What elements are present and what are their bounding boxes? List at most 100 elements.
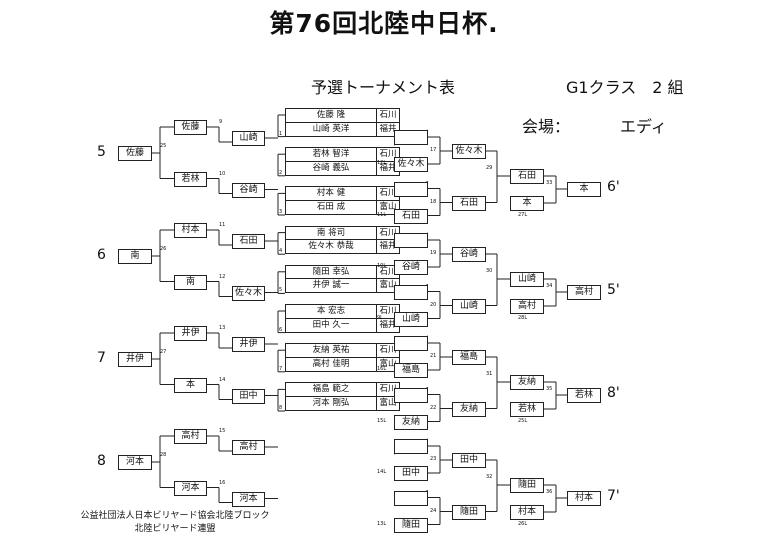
match-number: 31	[486, 371, 493, 377]
bye-box	[394, 181, 428, 197]
bye-box	[394, 284, 428, 300]
right-r1-box: 佐々木	[394, 157, 428, 172]
seed-label: 8	[97, 453, 106, 469]
match-number: 34	[546, 283, 553, 289]
table-name-cell: 井伊 誠一	[285, 278, 377, 294]
seat-number: 8	[279, 405, 283, 411]
table-name-cell: 河本 剛弘	[285, 396, 377, 411]
seed-label: 5	[97, 144, 106, 160]
match-number: 19	[430, 250, 437, 256]
loser-number: 27L	[518, 212, 528, 218]
right-r3-box: 本	[510, 196, 544, 211]
table-name-cell: 山崎 英洋	[285, 121, 377, 137]
match-number: 29	[486, 165, 493, 171]
left-r1-box: 井伊	[232, 337, 265, 352]
right-r1-box: 友納	[394, 414, 428, 430]
left-r2-box: 佐藤	[174, 120, 207, 135]
loser-number: 28L	[518, 315, 528, 321]
bye-box	[394, 387, 428, 403]
match-number: 17	[430, 147, 437, 153]
seed-label: 7	[97, 350, 106, 366]
bye-box	[394, 233, 428, 248]
match-number: 11	[219, 222, 226, 228]
match-number: 16	[219, 479, 226, 486]
left-r1-box: 石田	[232, 234, 265, 249]
venue-name: エディ	[620, 117, 667, 136]
match-number: 26	[160, 246, 167, 252]
table-name-cell: 田中 久一	[285, 317, 377, 333]
left-r2-box: 南	[174, 274, 207, 290]
right-r3-box: 山崎	[510, 272, 544, 287]
match-number: 32	[486, 474, 493, 480]
right-r2-box: 谷崎	[452, 247, 486, 262]
right-r1-box: 谷崎	[394, 260, 428, 275]
loser-number: 16L	[377, 366, 387, 372]
loser-number: 12L	[377, 160, 387, 166]
match-number: 30	[486, 268, 493, 274]
table-name-cell: 佐々木 恭哉	[285, 239, 377, 255]
right-r2-box: 福島	[452, 350, 486, 365]
left-r1-box: 高村	[232, 440, 265, 455]
right-r1-box: 山崎	[394, 311, 428, 327]
left-seed-box: 南	[118, 249, 152, 264]
left-r1-box: 田中	[232, 388, 265, 404]
class-label: G1クラス 2 組	[566, 78, 684, 97]
match-number: 36	[546, 489, 553, 495]
seed-label: 7'	[607, 488, 620, 504]
match-number: 24	[430, 507, 437, 514]
left-r2-box: 高村	[174, 429, 207, 444]
match-number: 9	[219, 119, 223, 125]
right-r1-box: 隨田	[394, 517, 428, 533]
match-number: 21	[430, 353, 437, 359]
footer-org: 公益社団法人日本ビリヤード協会北陸ブロック	[80, 511, 270, 521]
loser-number: 10L	[377, 263, 387, 269]
seat-number: 4	[279, 248, 283, 255]
match-number: 25	[160, 143, 167, 149]
right-r2-box: 佐々木	[452, 144, 486, 159]
match-number: 12	[219, 273, 226, 280]
loser-number: 9L	[377, 314, 383, 321]
bye-box	[394, 336, 428, 351]
match-number: 20	[430, 301, 437, 308]
match-number: 28	[160, 452, 167, 458]
seat-number: 6	[279, 326, 283, 333]
seat-number: 7	[279, 365, 283, 372]
right-winner-box: 若林	[567, 388, 601, 403]
seed-label: 5'	[607, 282, 620, 298]
match-number: 14	[219, 376, 226, 383]
right-r3-box: 村本	[510, 505, 544, 520]
right-r3-box: 友納	[510, 375, 544, 390]
table-name-cell: 石田 成	[285, 200, 377, 215]
loser-number: 11L	[377, 211, 387, 218]
left-r1-box: 河本	[232, 491, 265, 507]
left-r2-box: 河本	[174, 480, 207, 496]
left-r1-box: 谷崎	[232, 182, 265, 198]
match-number: 13	[219, 325, 226, 331]
left-seed-box: 佐藤	[118, 146, 152, 161]
seat-number: 3	[279, 209, 283, 215]
match-number: 15	[219, 428, 226, 434]
match-number: 27	[160, 349, 167, 355]
match-number: 10	[219, 170, 226, 177]
left-r2-box: 本	[174, 377, 207, 393]
left-r2-box: 村本	[174, 223, 207, 238]
match-number: 18	[430, 198, 437, 205]
right-winner-box: 村本	[567, 491, 601, 506]
right-r3-box: 若林	[510, 402, 544, 417]
seed-label: 8'	[607, 385, 620, 401]
right-r2-box: 山崎	[452, 298, 486, 314]
left-r1-box: 山崎	[232, 131, 265, 146]
table-name-cell: 高村 佳明	[285, 356, 377, 372]
right-r2-box: 田中	[452, 453, 486, 468]
right-r2-box: 石田	[452, 195, 486, 211]
seed-label: 6	[97, 247, 106, 263]
table-name-cell: 谷崎 義弘	[285, 160, 377, 176]
right-winner-box: 高村	[567, 285, 601, 300]
footer-federation: 北陸ビリヤード連盟	[134, 524, 216, 534]
seat-number: 5	[279, 287, 283, 294]
loser-number: 13L	[377, 520, 387, 527]
left-r2-box: 若林	[174, 171, 207, 187]
left-r1-box: 佐々木	[232, 285, 265, 301]
right-r1-box: 福島	[394, 363, 428, 378]
